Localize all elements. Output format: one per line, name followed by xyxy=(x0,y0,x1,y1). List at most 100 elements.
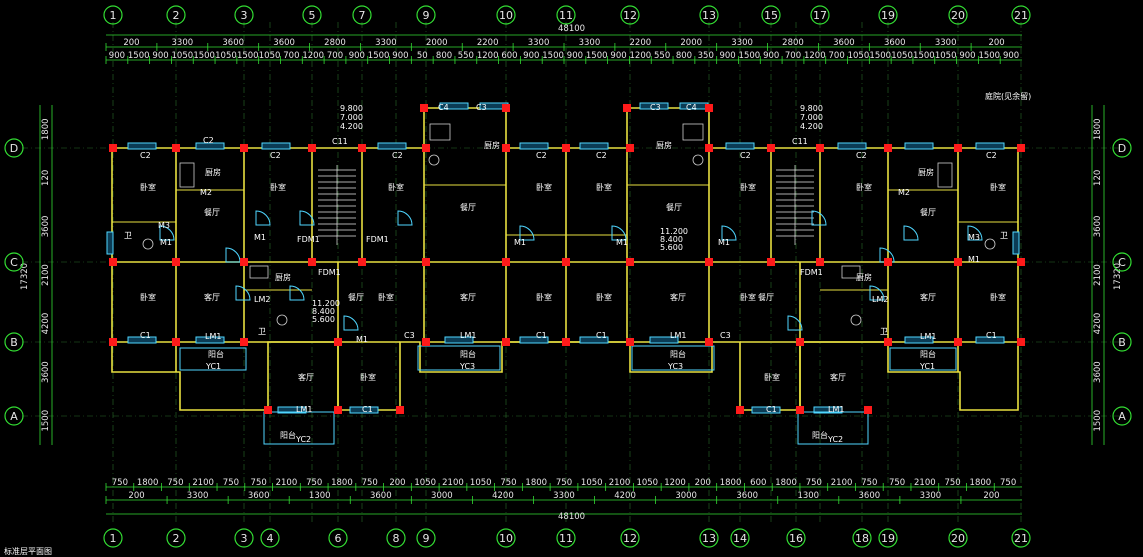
door-swing xyxy=(967,225,983,241)
dim-label: 3000 xyxy=(431,491,453,501)
column-marker xyxy=(172,144,180,152)
dim-label: 750 xyxy=(500,478,516,488)
column-marker xyxy=(562,258,570,266)
dim-label: 350 xyxy=(698,51,714,61)
room-label-kitchen: 厨房 xyxy=(205,167,221,177)
tag-m1: M1 xyxy=(616,238,628,247)
level-note-right-2: 7.000 xyxy=(800,113,823,122)
dim-label: 700 xyxy=(785,51,801,61)
dim-label: 750 xyxy=(251,478,267,488)
axis-bubble-top-2 xyxy=(166,5,186,25)
axis-label-bottom-1: 1 xyxy=(110,532,117,545)
axis-bubble-bottom-20 xyxy=(948,528,968,548)
tag-fdm1: FDM1 xyxy=(297,235,320,244)
column-marker xyxy=(308,258,316,266)
axis-label-bottom-12: 12 xyxy=(623,532,637,545)
column-marker xyxy=(626,338,634,346)
tag-c2: C2 xyxy=(856,151,867,160)
tag-fdm1: FDM1 xyxy=(318,268,341,277)
column-marker xyxy=(1017,258,1025,266)
side-dimensions: 17320 17320 180012036002100420036001500 … xyxy=(20,105,1123,445)
tag-c2: C2 xyxy=(536,151,547,160)
dim-label: 3300 xyxy=(553,491,575,501)
room-label-living: 客厅 xyxy=(830,372,846,382)
column-marker xyxy=(705,258,713,266)
room-label-toilet: 卫 xyxy=(880,327,888,336)
axis-label-top-17: 17 xyxy=(813,9,827,22)
room-label-bedroom: 卧室 xyxy=(270,182,286,192)
tag-c11: C11 xyxy=(792,137,808,146)
dim-label: 2000 xyxy=(680,38,702,48)
dim-label: 900 xyxy=(392,51,408,61)
tag-lm1: LM1 xyxy=(205,332,221,341)
tag-c3: C3 xyxy=(650,103,661,112)
column-marker xyxy=(705,338,713,346)
axis-bubble-bottom-3 xyxy=(234,528,254,548)
tag-m1: M1 xyxy=(968,255,980,264)
dim-label: 1200 xyxy=(477,51,499,61)
room-label-dining_living: 餐厅 xyxy=(920,208,936,217)
window xyxy=(127,142,157,150)
level-note-lower-3: 5.600 xyxy=(312,315,335,324)
dim-label: 700 xyxy=(829,51,845,61)
tag-c1: C1 xyxy=(140,331,151,340)
window xyxy=(106,231,114,255)
column-marker xyxy=(767,258,775,266)
dim-label: 1200 xyxy=(302,51,324,61)
tag-lm1: LM1 xyxy=(670,331,686,340)
fixtures xyxy=(142,123,996,445)
dim-label: 3300 xyxy=(187,491,209,501)
window xyxy=(519,336,549,344)
axis-bubble-bottom-2 xyxy=(166,528,186,548)
dim-label: 1200 xyxy=(804,51,826,61)
room-label-dining: 餐厅 xyxy=(758,293,774,302)
dim-label: 2100 xyxy=(192,478,214,488)
side-dim-label: 3600 xyxy=(1093,361,1103,383)
tag-lm1: LM1 xyxy=(460,331,476,340)
column-marker xyxy=(502,144,510,152)
axis-bubble-row-A-left xyxy=(4,406,24,426)
column-marker xyxy=(816,144,824,152)
axis-label-bottom-21: 21 xyxy=(1014,532,1028,545)
column-marker xyxy=(796,406,804,414)
dim-label: 200 xyxy=(695,478,711,488)
dim-label: 750 xyxy=(223,478,239,488)
axis-bubble-top-12 xyxy=(620,5,640,25)
axis-label-top-21: 21 xyxy=(1014,9,1028,22)
column-marker xyxy=(626,144,634,152)
tag-m2: M2 xyxy=(898,188,910,197)
axis-label-top-13: 13 xyxy=(702,9,716,22)
column-marker xyxy=(1017,144,1025,152)
axis-label-bottom-4: 4 xyxy=(267,532,274,545)
dim-label: 700 xyxy=(283,51,299,61)
window xyxy=(444,336,474,344)
axis-bubble-top-11 xyxy=(556,5,576,25)
dim-label: 2200 xyxy=(477,38,499,48)
window xyxy=(349,406,379,414)
dim-label: 1050 xyxy=(215,51,237,61)
dim-label: 1050 xyxy=(891,51,913,61)
column-marker xyxy=(1017,338,1025,346)
windows xyxy=(106,102,1020,414)
dim-label: 900 xyxy=(567,51,583,61)
level-note-left-3: 4.200 xyxy=(340,122,363,131)
side-dim-label: 2100 xyxy=(1093,264,1103,286)
column-marker xyxy=(358,144,366,152)
axis-label-bottom-13: 13 xyxy=(702,532,716,545)
room-label-balcony: 阳台 xyxy=(208,349,224,359)
dim-label: 200 xyxy=(128,491,144,501)
dim-label: 1800 xyxy=(775,478,797,488)
tag-m1: M1 xyxy=(356,335,368,344)
dim-label: 200 xyxy=(983,491,999,501)
axis-bubble-top-17 xyxy=(810,5,830,25)
column-marker xyxy=(334,338,342,346)
dim-label: 1050 xyxy=(470,478,492,488)
door-swing xyxy=(343,315,359,331)
axis-bubble-top-19 xyxy=(878,5,898,25)
column-marker xyxy=(816,258,824,266)
axis-bubble-bottom-9 xyxy=(416,528,436,548)
column-marker xyxy=(308,144,316,152)
side-dim-label: 1500 xyxy=(1093,410,1103,432)
tag-yc1: YC1 xyxy=(919,362,935,371)
